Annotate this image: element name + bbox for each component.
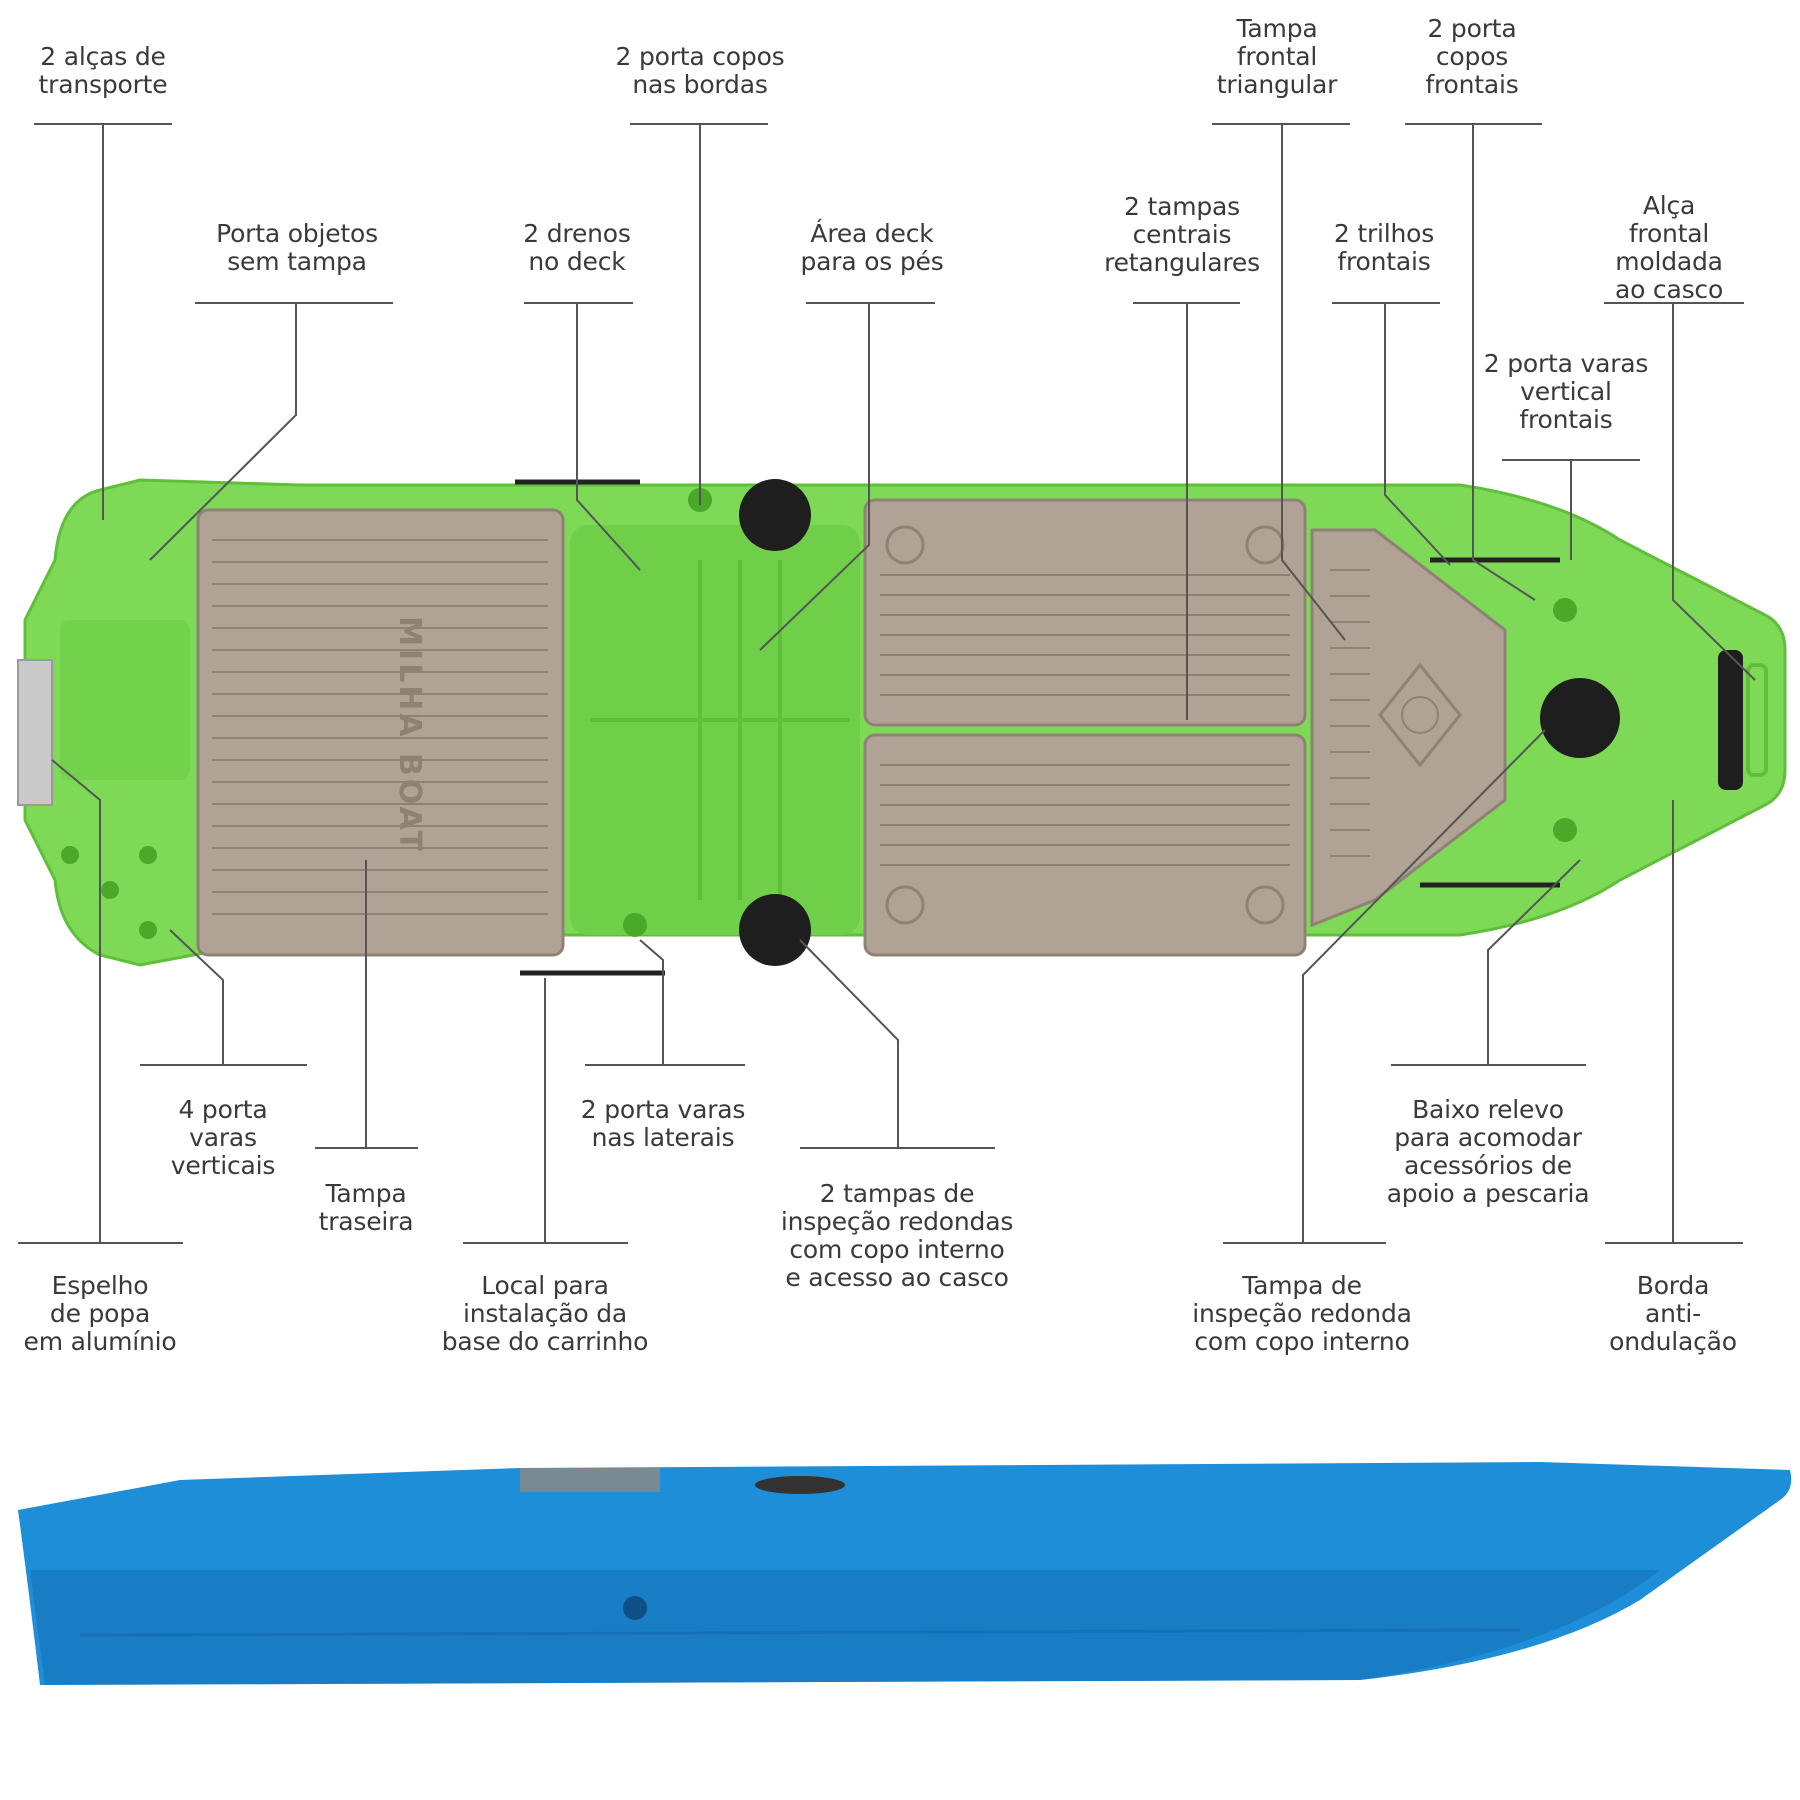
inspection-hatch-bottom [739,894,811,966]
leader-line [18,759,183,1244]
leader-line [1405,123,1542,601]
inspection-hatch-top [739,479,811,551]
hull-side-housing [520,1468,660,1492]
label-porta-copos-bordas: 2 porta copos nas bordas [615,42,785,99]
leader-line [315,860,418,1149]
leader-line [1223,729,1546,1244]
label-tampa-traseira: Tampa traseira [318,1179,414,1236]
label-local-carrinho: Local para instalação da base do carrinh… [441,1271,649,1356]
label-drenos-deck: 2 drenos no deck [523,219,631,276]
deck-channels [590,560,850,900]
hull-side-lower [30,1570,1660,1685]
label-borda-anti-ondulacao: Borda anti- ondulação [1609,1271,1737,1356]
leader-line [1605,800,1743,1244]
label-alcas-transporte: 2 alças de transporte [38,42,168,99]
label-porta-varas-laterais: 2 porta varas nas laterais [580,1095,746,1152]
leader-line [630,123,768,505]
label-espelho-popa: Espelho de popa em alumínio [23,1271,177,1356]
label-area-deck-pes: Área deck para os pés [800,219,944,276]
hull-side-drain [623,1596,647,1620]
cockpit-recess [570,525,860,935]
boat-side-view [18,1462,1792,1685]
leader-line [1212,123,1350,641]
leader-line [759,302,935,651]
leader-line [585,939,745,1066]
brand-logo: MILHA BOAT [392,616,427,854]
label-tampa-frontal-triangular: Tampa frontal triangular [1216,14,1338,99]
leader-line [140,929,307,1066]
central-lids [863,498,1307,957]
front-triangular-lid [1310,528,1507,928]
leader-line [34,123,172,520]
label-tampa-inspecao-redonda: Tampa de inspeção redonda com copo inter… [1190,1272,1413,1364]
label-porta-objetos: Porta objetos sem tampa [216,219,378,276]
label-porta-varas-vertical-frontais: 2 porta varas vertical frontais [1483,349,1649,434]
leader-line [1391,859,1586,1066]
label-trilhos-frontais: 2 trilhos frontais [1333,219,1435,276]
boat-top-view: MILHA BOAT [17,478,1787,976]
front-handle [1718,650,1743,790]
leader-line [1502,459,1640,560]
rear-lid: MILHA BOAT [196,508,565,957]
label-tampas-inspecao-redondas: 2 tampas de inspeção redondas com copo i… [780,1179,1014,1292]
front-handle-grip [1746,663,1768,777]
label-porta-varas-verticais: 4 porta varas verticais [170,1095,276,1180]
inspection-hatch-front [1540,678,1620,758]
label-porta-copos-frontais: 2 porta copos frontais [1425,14,1519,99]
hull-side-crease [79,1628,1521,1637]
leader-line [1332,302,1451,566]
leader-line [799,939,995,1149]
rod-holder-holes [61,488,1577,939]
hull-side-hatch [755,1476,845,1494]
leader-line [1133,302,1240,720]
transom-plate [17,659,53,806]
leader-line [463,978,628,1244]
stern-well [60,620,190,780]
leader-line [524,302,641,571]
label-baixo-relevo: Baixo relevo para acomodar acessórios de… [1386,1095,1590,1208]
label-tampas-centrais: 2 tampas centrais retangulares [1104,192,1260,277]
leader-line [149,302,393,561]
label-alca-frontal: Alça frontal moldada ao casco [1614,191,1724,304]
leader-line [1604,302,1756,681]
leader-lines [18,123,1756,1244]
